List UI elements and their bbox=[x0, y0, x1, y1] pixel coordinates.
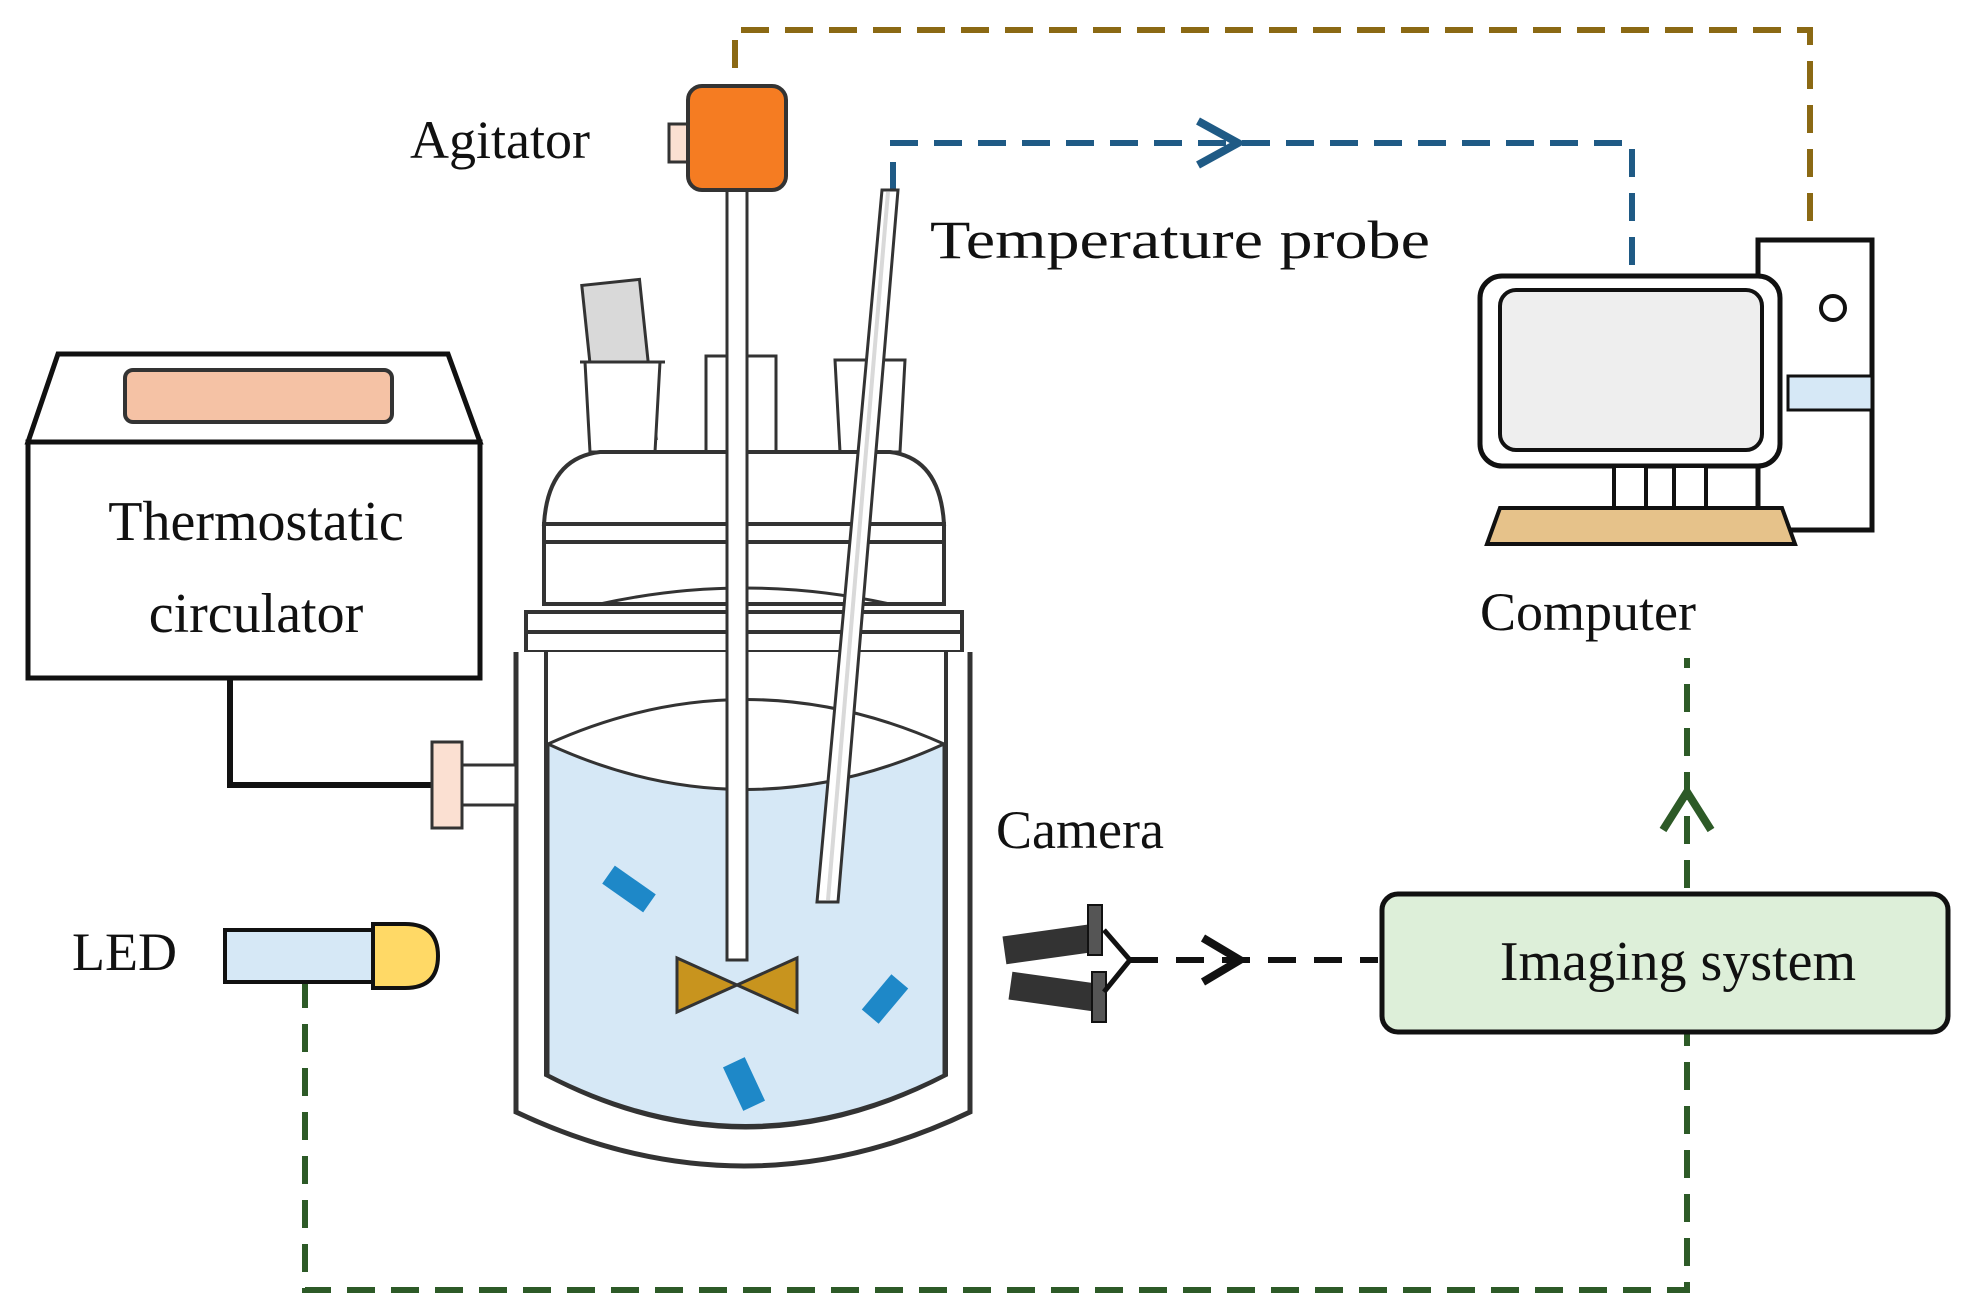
crystal-particle bbox=[861, 974, 909, 1024]
imaging-system-box bbox=[1379, 891, 1951, 1035]
thermostatic-label-line1: Thermostatic bbox=[108, 491, 403, 553]
computer-icon bbox=[1477, 237, 1875, 546]
agitator-computer-link bbox=[732, 27, 1813, 230]
impeller-icon bbox=[675, 955, 799, 1015]
thermostatic-circulator-icon bbox=[24, 351, 484, 681]
led-imaging-link bbox=[302, 980, 1690, 1293]
agitator-motor-icon bbox=[667, 84, 788, 192]
circulator-pipe bbox=[227, 680, 432, 788]
camera-label: Camera bbox=[996, 800, 1164, 860]
computer-label: Computer bbox=[1480, 582, 1696, 642]
temperature-probe-icon bbox=[815, 188, 900, 904]
temperature-probe-label: Temperature probe bbox=[930, 210, 1430, 270]
imaging-link-arrowhead bbox=[1659, 784, 1715, 833]
thermostatic-label-line2: circulator bbox=[149, 583, 364, 645]
crystal-particle bbox=[602, 865, 656, 913]
temperature-link-arrowhead bbox=[1196, 117, 1247, 169]
agitator-label: Agitator bbox=[410, 110, 590, 170]
camera-icon bbox=[1002, 904, 1134, 1023]
reactor-vessel-icon bbox=[430, 277, 973, 1169]
temperature-computer-link bbox=[890, 140, 1635, 272]
imaging-system-label: Imaging system bbox=[1500, 931, 1856, 993]
circulator-display bbox=[123, 368, 394, 424]
agitator-shaft bbox=[725, 188, 749, 962]
led-label: LED bbox=[72, 922, 177, 982]
led-icon bbox=[223, 922, 441, 990]
camera-link-arrowhead bbox=[1200, 934, 1248, 986]
crystal-particle bbox=[722, 1057, 766, 1111]
